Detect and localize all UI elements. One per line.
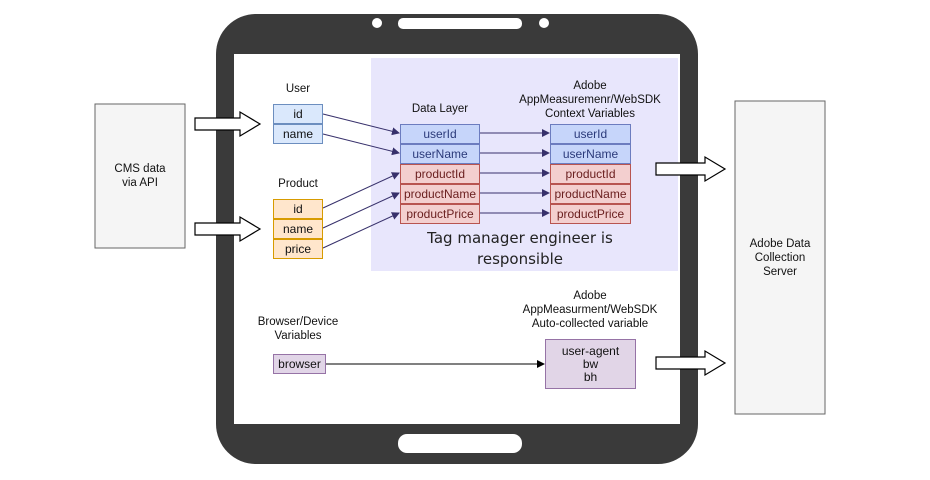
context-vars-title-line3: Context Variables bbox=[545, 108, 635, 120]
browser-vars-title-line2: Variables bbox=[274, 330, 322, 342]
cv-field-productprice: productPrice bbox=[550, 204, 631, 224]
phone-speaker bbox=[398, 18, 522, 29]
auto-collected-title-line3: Auto-collected variable bbox=[531, 318, 649, 330]
arrow-product-id-to-productid bbox=[322, 172, 400, 209]
cv-field-productname: productName bbox=[550, 184, 631, 204]
product-field-price: price bbox=[273, 239, 323, 259]
user-field-name: name bbox=[273, 124, 323, 144]
context-vars-title: Adobe AppMeasuremenr/WebSDK Context Vari… bbox=[500, 79, 680, 121]
cms-data-label: CMS data via API bbox=[95, 162, 185, 190]
phone-camera-right bbox=[539, 18, 549, 28]
user-title: User bbox=[285, 83, 311, 95]
block-arrow-cms-to-product bbox=[194, 215, 262, 243]
arrow-product-price-to-productprice bbox=[322, 212, 400, 249]
tag-manager-note-line2: responsible bbox=[477, 250, 563, 268]
user-field-id: id bbox=[273, 104, 323, 124]
arrow-user-id-to-userid bbox=[322, 113, 400, 136]
data-layer-title: Data Layer bbox=[411, 103, 469, 115]
block-arrow-context-to-server bbox=[655, 155, 727, 183]
dl-field-productname: productName bbox=[400, 184, 480, 204]
block-arrow-auto-to-server bbox=[655, 349, 727, 377]
cv-field-userid: userId bbox=[550, 124, 631, 144]
cms-data-line1: CMS data bbox=[114, 163, 166, 175]
adobe-collection-server-box bbox=[734, 100, 826, 415]
phone-camera-left bbox=[372, 18, 382, 28]
cms-data-line2: via API bbox=[122, 177, 158, 189]
arrow-user-name-to-username bbox=[322, 133, 400, 156]
browser-vars-title: Browser/Device Variables bbox=[243, 315, 353, 343]
context-vars-title-line1: Adobe bbox=[573, 80, 607, 92]
dl-field-username: userName bbox=[400, 144, 480, 164]
auto-collected-title: Adobe AppMeasurment/WebSDK Auto-collecte… bbox=[495, 289, 685, 331]
product-title: Product bbox=[278, 178, 318, 190]
dl-field-productid: productId bbox=[400, 164, 480, 184]
cv-field-username: userName bbox=[550, 144, 631, 164]
auto-value-bw: bw bbox=[582, 356, 599, 371]
dl-field-productprice: productPrice bbox=[400, 204, 480, 224]
browser-vars-title-line1: Browser/Device bbox=[257, 316, 339, 328]
auto-collected-box: user-agent bw bh bbox=[545, 339, 636, 389]
cms-data-box bbox=[94, 103, 186, 249]
product-field-name: name bbox=[273, 219, 323, 239]
browser-field: browser bbox=[273, 354, 326, 374]
block-arrow-cms-to-user bbox=[194, 110, 262, 138]
auto-value-bh: bh bbox=[583, 369, 598, 384]
server-label: Adobe Data Collection Server bbox=[735, 237, 825, 279]
arrow-product-name-to-productname bbox=[322, 192, 400, 229]
phone-home-button bbox=[398, 434, 522, 453]
server-line2: Collection bbox=[754, 252, 806, 264]
product-field-id: id bbox=[273, 199, 323, 219]
tag-manager-note-line1: Tag manager engineer is bbox=[427, 229, 613, 247]
context-vars-title-line2: AppMeasuremenr/WebSDK bbox=[519, 94, 661, 106]
tag-manager-note: Tag manager engineer is responsible bbox=[405, 228, 635, 270]
auto-collected-title-line1: Adobe bbox=[573, 290, 607, 302]
server-line1: Adobe Data bbox=[749, 238, 811, 250]
dl-field-userid: userId bbox=[400, 124, 480, 144]
server-line3: Server bbox=[763, 266, 797, 278]
cv-field-productid: productId bbox=[550, 164, 631, 184]
auto-value-user-agent: user-agent bbox=[561, 343, 620, 358]
auto-collected-title-line2: AppMeasurment/WebSDK bbox=[522, 304, 658, 316]
